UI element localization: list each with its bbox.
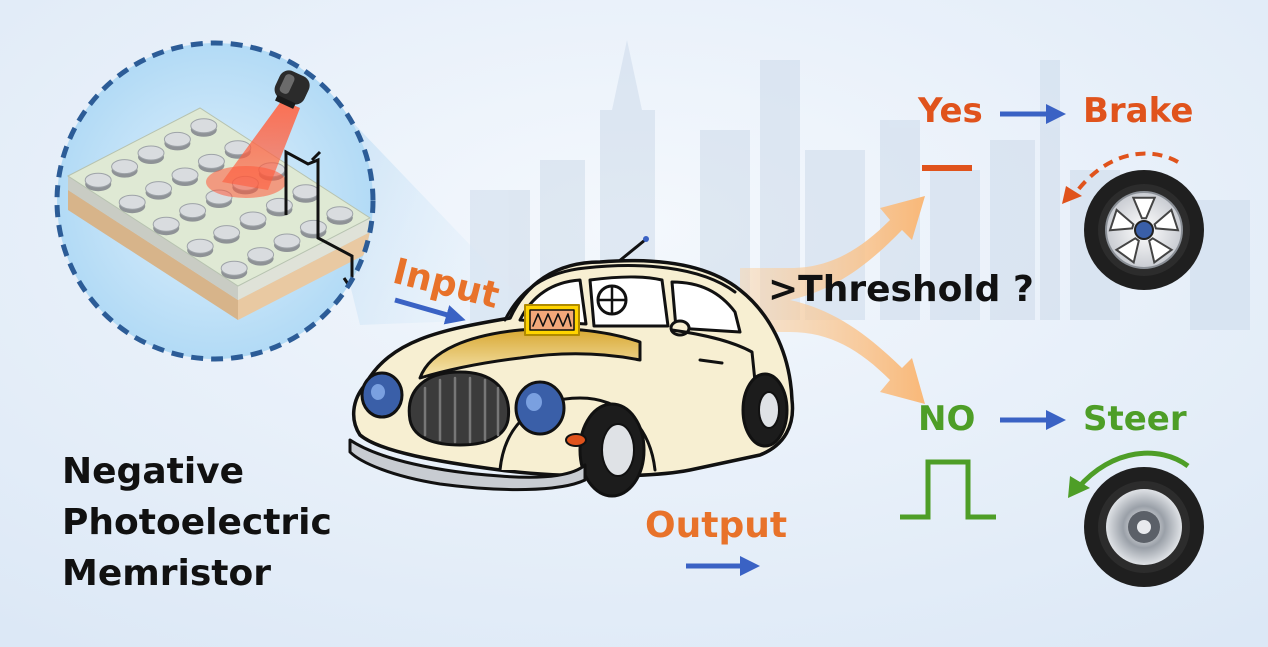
electrode-pad xyxy=(220,260,248,276)
electrode-pad xyxy=(84,172,112,188)
output-label: Output xyxy=(645,505,788,546)
threshold-label: >Threshold ? xyxy=(768,269,1034,310)
memristor-device xyxy=(67,70,371,320)
steer-label: Steer xyxy=(1083,399,1187,439)
title-line-2: Photoelectric xyxy=(62,502,332,543)
title-line-1: Negative xyxy=(62,451,245,492)
electrode-pad xyxy=(163,131,191,147)
electrode-pad xyxy=(326,206,354,222)
electrode-pad xyxy=(299,219,327,235)
input-arrow xyxy=(394,297,466,325)
rim-spoke xyxy=(1114,237,1140,265)
brake-wheel xyxy=(1062,151,1204,290)
car-illustration xyxy=(348,236,795,498)
electrode-pad xyxy=(145,181,173,197)
title-line-3: Memristor xyxy=(62,553,271,594)
electrode-pad xyxy=(111,159,139,175)
electrode-pad xyxy=(273,233,301,249)
electrode-pad xyxy=(152,216,180,232)
rim-spoke xyxy=(1131,196,1157,220)
brake-label: Brake xyxy=(1083,91,1194,131)
steer-wheel xyxy=(1068,450,1204,587)
electrode-pad xyxy=(292,184,320,200)
electrode-pad xyxy=(247,247,275,263)
electrode-pad xyxy=(265,197,293,213)
threshold-branch-arrows xyxy=(740,196,925,404)
electrode-pad xyxy=(197,153,225,169)
rim-spoke xyxy=(1153,208,1180,232)
yes-label: Yes xyxy=(918,91,983,131)
electrode-pad xyxy=(137,145,165,161)
electrode-pad xyxy=(239,211,267,227)
electrode-pad xyxy=(190,118,218,134)
electrode-pad xyxy=(213,225,241,241)
rim-spoke xyxy=(1108,208,1135,232)
electrode-pad xyxy=(118,194,146,210)
electrode-pad xyxy=(186,238,214,254)
pulse-signal-mark xyxy=(900,459,996,520)
electrode-pad xyxy=(179,203,207,219)
no-label: NO xyxy=(918,399,976,439)
rim-spoke xyxy=(1148,237,1174,265)
electrode-pad xyxy=(171,167,199,183)
